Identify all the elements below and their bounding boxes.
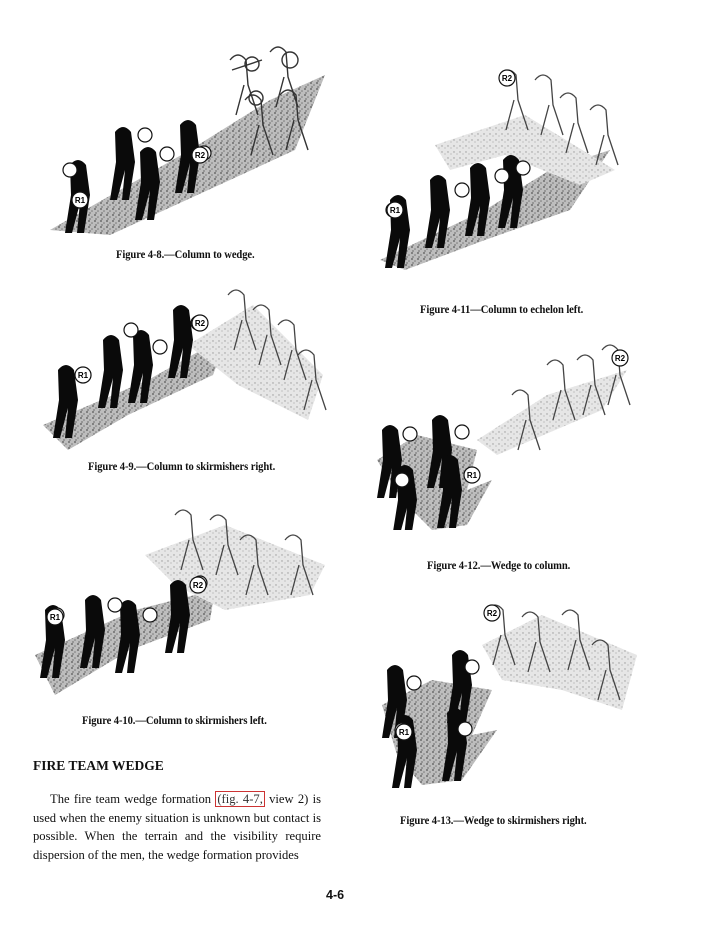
figure-4-11-caption: Figure 4-11—Column to echelon left. xyxy=(420,304,584,316)
figure-4-12-caption: Figure 4-12.—Wedge to column. xyxy=(427,560,571,572)
svg-text:R1: R1 xyxy=(78,371,89,380)
svg-text:R2: R2 xyxy=(195,319,206,328)
figure-4-9-illustration: R1 R2 xyxy=(38,285,333,450)
member-label-r2: R2 xyxy=(498,69,516,87)
page-number: 4-6 xyxy=(326,888,345,902)
member-label-r2: R2 xyxy=(191,146,209,164)
figure-4-9-caption: Figure 4-9.—Column to skirmishers right. xyxy=(88,461,276,473)
figure-4-10-caption: Figure 4-10.—Column to skirmishers left. xyxy=(82,715,267,727)
svg-text:R1: R1 xyxy=(50,613,61,622)
member-label-r2: R2 xyxy=(191,314,209,332)
member-label-r1: R1 xyxy=(395,723,413,741)
figure-4-12-illustration: R1 R2 xyxy=(372,340,642,530)
paragraph-text-before: The fire team wedge formation xyxy=(50,792,216,806)
member-label-r2: R2 xyxy=(611,349,629,367)
svg-text:R1: R1 xyxy=(399,728,410,737)
figure-4-11-illustration: R1 R2 xyxy=(375,60,635,270)
svg-text:R2: R2 xyxy=(487,609,498,618)
section-heading: FIRE TEAM WEDGE xyxy=(33,758,164,773)
figure-reference-link[interactable]: (fig. 4-7, xyxy=(215,791,265,807)
svg-text:R2: R2 xyxy=(195,151,206,160)
svg-text:R1: R1 xyxy=(390,206,401,215)
figure-4-8-illustration: R1 R2 xyxy=(40,40,340,240)
body-paragraph: The fire team wedge formation (fig. 4-7,… xyxy=(33,790,321,864)
svg-text:R2: R2 xyxy=(615,354,626,363)
member-label-r1: R1 xyxy=(386,201,404,219)
member-label-r1: R1 xyxy=(463,466,481,484)
paragraph-text-after: view 2) is used when the enemy situation… xyxy=(33,792,321,862)
figure-4-10-illustration: R1 R2 xyxy=(35,505,335,705)
member-label-r1: R1 xyxy=(46,608,64,626)
svg-text:R2: R2 xyxy=(502,74,513,83)
member-label-r1: R1 xyxy=(71,191,89,209)
svg-text:R1: R1 xyxy=(467,471,478,480)
member-label-r2: R2 xyxy=(189,576,207,594)
figure-4-13-illustration: R1 R2 xyxy=(372,595,642,790)
svg-text:R1: R1 xyxy=(75,196,86,205)
member-label-r1: R1 xyxy=(74,366,92,384)
figure-4-13-caption: Figure 4-13.—Wedge to skirmishers right. xyxy=(400,815,587,827)
paragraph-text: The fire team wedge formation (fig. 4-7,… xyxy=(33,790,321,864)
figure-4-8-caption: Figure 4-8.—Column to wedge. xyxy=(116,249,255,261)
member-label-r2: R2 xyxy=(483,604,501,622)
svg-text:R2: R2 xyxy=(193,581,204,590)
